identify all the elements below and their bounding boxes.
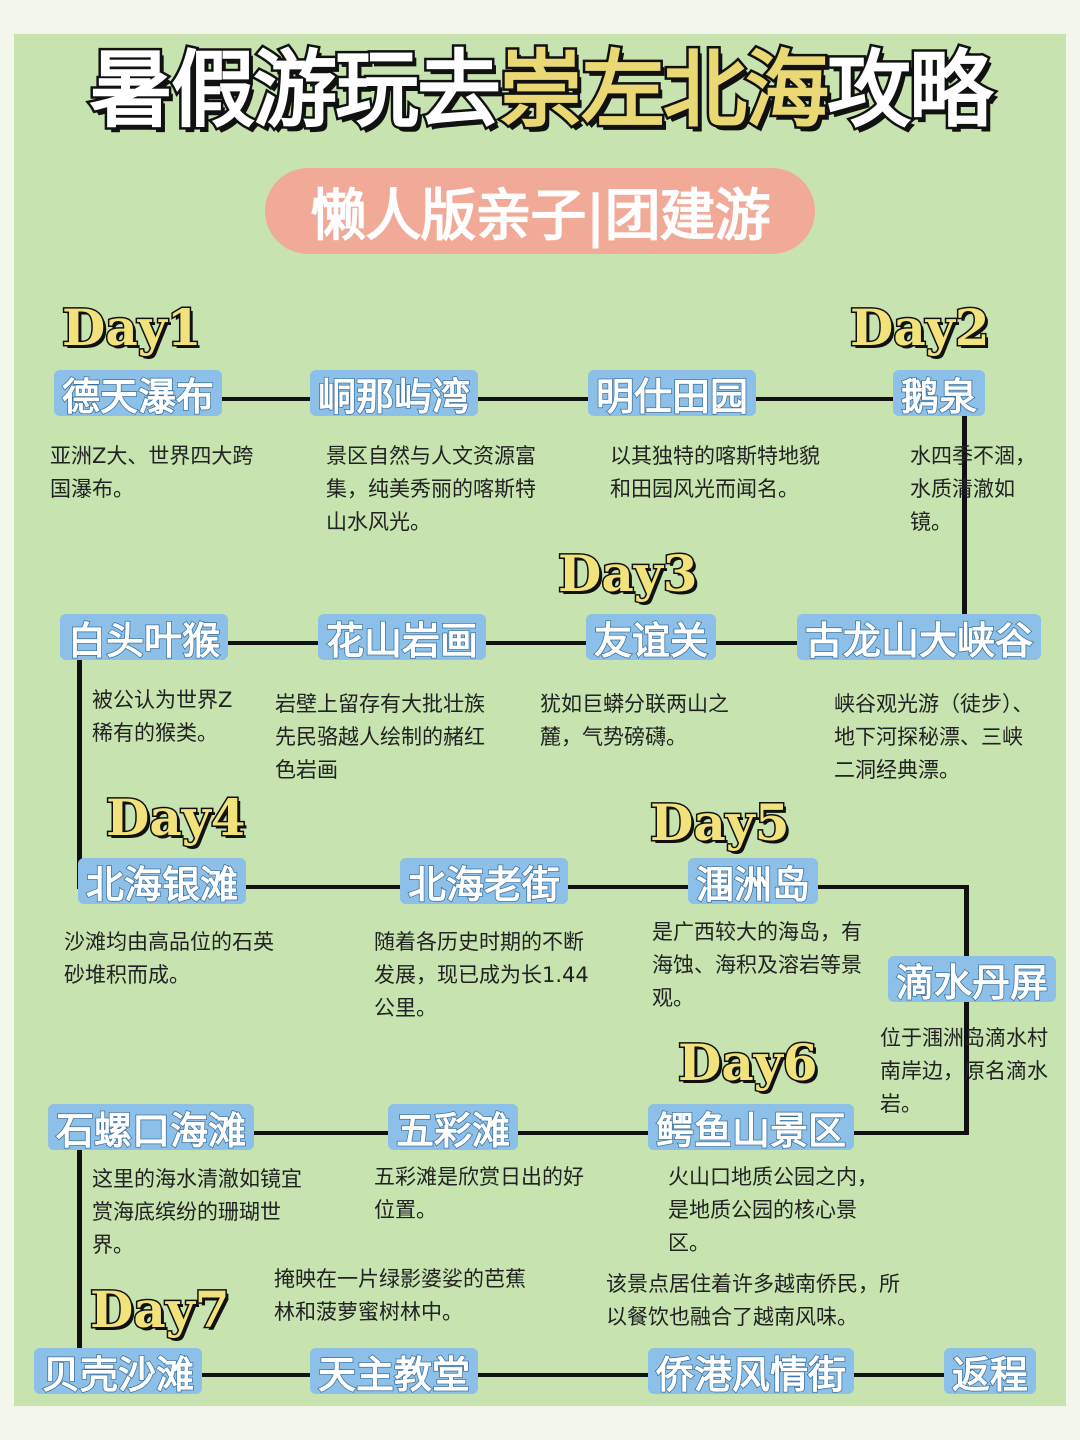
spot-shell-beach[interactable]: 贝壳沙滩 <box>34 1348 203 1397</box>
desc-equan: 水四季不涸，水质清澈如镜。 <box>910 444 1036 534</box>
desc-dongna-bay: 景区自然与人文资源富集，纯美秀丽的喀斯特山水风光。 <box>326 444 536 534</box>
spot-equan[interactable]: 鹅泉 <box>893 370 986 419</box>
spot-shiluokou-beach[interactable]: 石螺口海滩 <box>48 1104 255 1153</box>
desc-weizhou-island: 是广西较大的海岛，有海蚀、海积及溶岩等景观。 <box>652 920 862 1010</box>
route-line-left2 <box>77 1131 82 1377</box>
spot-gulongshan-canyon[interactable]: 古龙山大峡谷 <box>797 614 1042 663</box>
spot-dongna-bay[interactable]: 峒那屿湾 <box>310 370 479 419</box>
spot-beihai-old-street[interactable]: 北海老街 <box>400 858 569 907</box>
day-label-3: Day3 <box>557 544 700 603</box>
title-part-3: 攻略 <box>824 39 995 142</box>
spot-youyi-pass[interactable]: 友谊关 <box>586 614 717 663</box>
desc-shiluokou-beach: 这里的海水清澈如镜宜赏海底缤纷的珊瑚世界。 <box>92 1167 302 1257</box>
day-label-6: Day6 <box>677 1033 820 1092</box>
desc-youyi-pass: 犹如巨蟒分联两山之麓，气势磅礴。 <box>540 692 729 749</box>
route-line-right2 <box>964 885 969 1135</box>
subtitle-text: 懒人版亲子|团建游 <box>310 182 770 249</box>
desc-white-headed-langur: 被公认为世界Z稀有的猴类。 <box>92 688 233 745</box>
subtitle-badge: 懒人版亲子|团建游 <box>265 168 815 254</box>
route-line-row4 <box>77 1131 969 1135</box>
spot-crocodile-mountain[interactable]: 鳄鱼山景区 <box>648 1104 855 1153</box>
desc-catholic-church: 掩映在一片绿影婆娑的芭蕉林和菠萝蜜树林中。 <box>274 1267 526 1324</box>
spot-catholic-church[interactable]: 天主教堂 <box>310 1348 479 1397</box>
spot-dishui-danping[interactable]: 滴水丹屏 <box>888 956 1057 1005</box>
spot-mingshi-fields[interactable]: 明仕田园 <box>588 370 757 419</box>
desc-qiaogang-street: 该景点居住着许多越南侨民，所以餐饮也融合了越南风味。 <box>606 1272 900 1329</box>
desc-wucai-beach: 五彩滩是欣赏日出的好位置。 <box>374 1165 584 1222</box>
spot-weizhou-island[interactable]: 涠洲岛 <box>688 858 819 907</box>
day-label-7: Day7 <box>89 1280 232 1339</box>
desc-huashan-rock-art: 岩壁上留存有大批壮族先民骆越人绘制的赭红色岩画 <box>275 692 485 782</box>
desc-dishui-danping: 位于涠洲岛滴水村南岸边，原名滴水岩。 <box>880 1026 1048 1116</box>
desc-beihai-old-street: 随着各历史时期的不断发展，现已成为长1.44公里。 <box>374 930 589 1020</box>
title-part-1: 暑假游玩去 <box>86 39 503 142</box>
day-label-4: Day4 <box>105 788 248 847</box>
spot-beihai-silver-beach[interactable]: 北海银滩 <box>78 858 247 907</box>
desc-beihai-silver-beach: 沙滩均由高品位的石英砂堆积而成。 <box>64 930 274 987</box>
title-part-2: 崇左北海 <box>496 39 831 142</box>
route-line-row2 <box>210 641 830 645</box>
desc-crocodile-mountain: 火山口地质公园之内，是地质公园的核心景区。 <box>668 1165 878 1255</box>
desc-detian-waterfall: 亚洲Z大、世界四大跨国瀑布。 <box>50 444 254 501</box>
spot-detian-waterfall[interactable]: 德天瀑布 <box>54 370 223 419</box>
spot-wucai-beach[interactable]: 五彩滩 <box>388 1104 519 1153</box>
poster-background <box>14 34 1066 1406</box>
day-label-1: Day1 <box>61 298 204 357</box>
route-line-row1 <box>200 397 968 401</box>
spot-white-headed-langur[interactable]: 白头叶猴 <box>60 614 229 663</box>
day-label-2: Day2 <box>849 298 992 357</box>
route-line-right1 <box>962 397 967 637</box>
route-line-left1 <box>77 641 82 889</box>
day-label-5: Day5 <box>649 793 792 852</box>
route-line-row5 <box>77 1373 997 1377</box>
poster-title: 暑假游玩去崇左北海攻略 <box>0 39 1080 142</box>
spot-huashan-rock-art[interactable]: 花山岩画 <box>318 614 487 663</box>
spot-qiaogang-street[interactable]: 侨港风情街 <box>648 1348 855 1397</box>
desc-mingshi-fields: 以其独特的喀斯特地貌和田园风光而闻名。 <box>610 444 820 501</box>
desc-gulongshan-canyon: 峡谷观光游（徒步）、地下河探秘漂、三峡二洞经典漂。 <box>834 692 1034 782</box>
spot-return-trip[interactable]: 返程 <box>944 1348 1037 1397</box>
